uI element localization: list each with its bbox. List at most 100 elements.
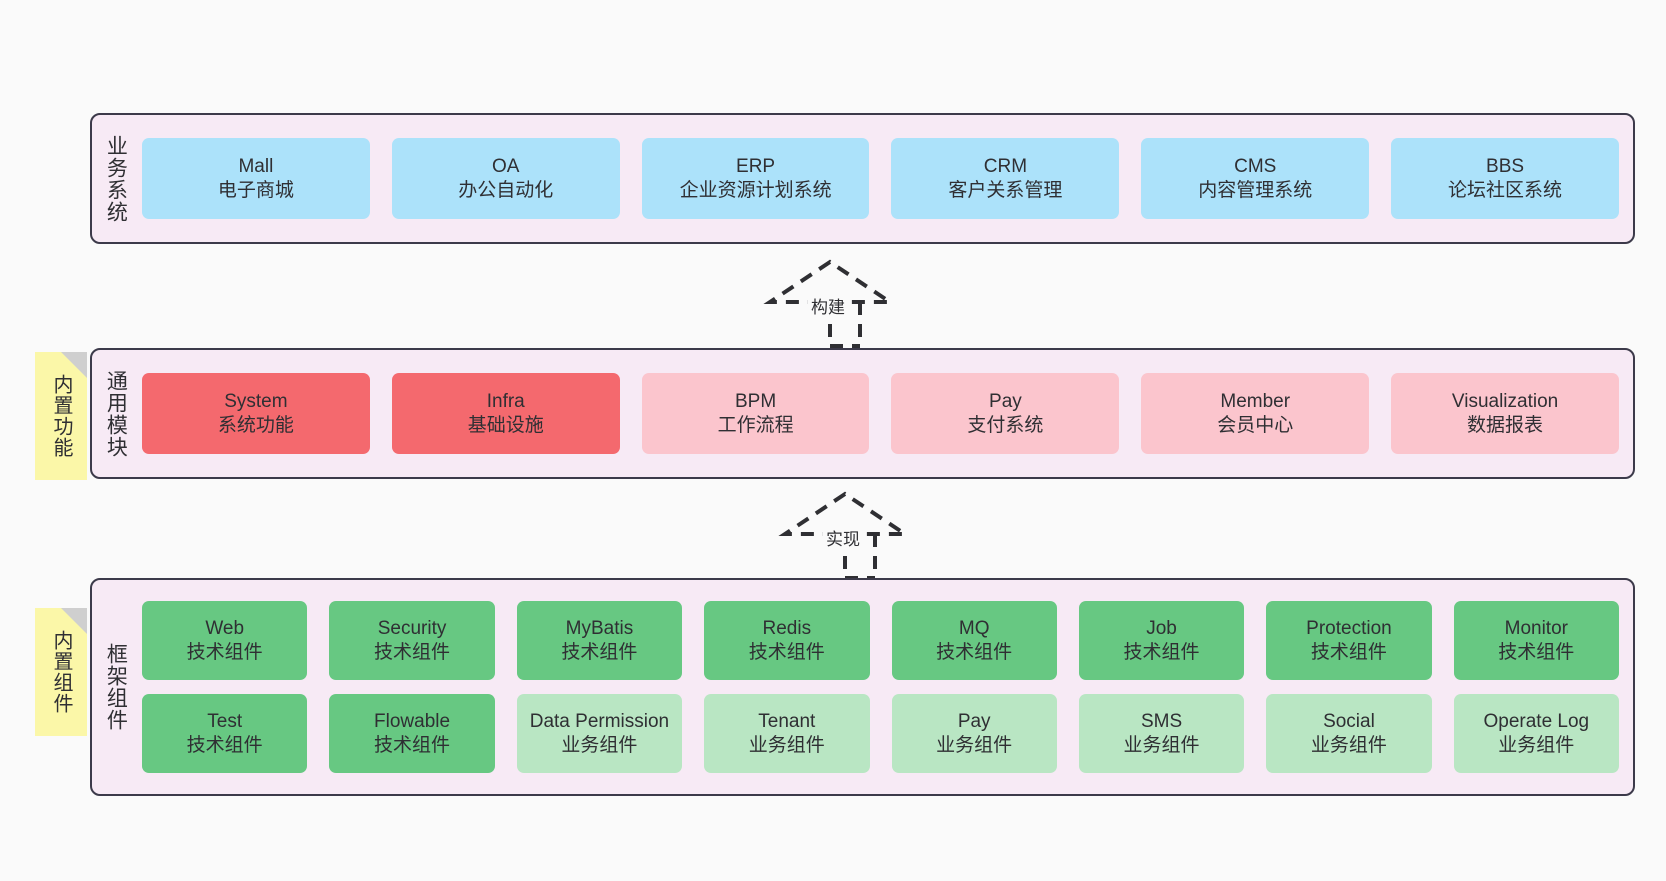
cell-title-cn: 会员中心 xyxy=(1217,414,1294,436)
cell-title-cn: 企业资源计划系统 xyxy=(679,179,832,201)
cell-title-en: Pay xyxy=(989,391,1022,413)
connector-build: 构建 xyxy=(760,258,900,348)
cell-title-cn: 技术组件 xyxy=(748,641,825,663)
cell-title-en: Security xyxy=(377,618,447,640)
connector-implement: 实现 xyxy=(775,490,915,580)
cell-title-cn: 技术组件 xyxy=(186,641,263,663)
cell-title-en: Job xyxy=(1146,618,1177,640)
layer-business-title: 业务系统 xyxy=(104,134,128,223)
cell-title-en: OA xyxy=(492,156,520,178)
cell-title-en: BPM xyxy=(734,391,777,413)
cell-title-cn: 客户关系管理 xyxy=(948,179,1063,201)
cell-title-cn: 技术组件 xyxy=(561,641,638,663)
arrow-stem-right-icon xyxy=(830,302,862,348)
cell-title-en: ERP xyxy=(736,156,776,178)
sticky-note-builtin-functions-label: 内置功能 xyxy=(50,374,72,458)
cell-title-cn: 技术组件 xyxy=(374,641,451,663)
cell-title-en: Visualization xyxy=(1451,391,1559,413)
cell-title-en: Monitor xyxy=(1504,618,1568,640)
cell-title-cn: 支付系统 xyxy=(967,414,1044,436)
cell-title-cn: 系统功能 xyxy=(217,414,294,436)
layer-framework-title: 框架组件 xyxy=(104,643,128,731)
cell-title-en: CMS xyxy=(1234,156,1277,178)
cell-title-en: Flowable xyxy=(374,711,451,733)
cell-title-cn: 论坛社区系统 xyxy=(1448,179,1563,201)
cell-title-en: SMS xyxy=(1140,711,1183,733)
cell-title-cn: 办公自动化 xyxy=(458,179,554,201)
cell-title-en: BBS xyxy=(1486,156,1525,178)
cell-title-cn: 业务组件 xyxy=(748,734,825,756)
cell-title-cn: 技术组件 xyxy=(186,734,263,756)
cell-title-en: Member xyxy=(1220,391,1291,413)
cell-title-en: MQ xyxy=(958,618,990,640)
cell-title-cn: 电子商城 xyxy=(217,179,294,201)
sticky-note-builtin-components: 内置组件 xyxy=(35,608,87,736)
cell-title-cn: 业务组件 xyxy=(561,734,638,756)
cell-title-en: System xyxy=(224,391,288,413)
sticky-fold-corner-icon xyxy=(61,608,87,634)
cell-title-en: Operate Log xyxy=(1483,711,1590,733)
cell-title-en: Tenant xyxy=(758,711,816,733)
cell-title-en: Pay xyxy=(957,711,991,733)
cell-title-en: Data Permission xyxy=(529,711,670,733)
cell-title-en: Infra xyxy=(486,391,525,413)
cell-title-cn: 技术组件 xyxy=(936,641,1013,663)
cell-title-en: MyBatis xyxy=(565,618,634,640)
cell-title-en: CRM xyxy=(983,156,1028,178)
cell-title-cn: 技术组件 xyxy=(374,734,451,756)
cell-title-en: Protection xyxy=(1306,618,1392,640)
cell-title-cn: 内容管理系统 xyxy=(1198,179,1313,201)
cell-title-en: Test xyxy=(207,711,243,733)
cell-title-en: Web xyxy=(205,618,245,640)
cell-title-cn: 业务组件 xyxy=(1310,734,1387,756)
cell-title-cn: 技术组件 xyxy=(1498,641,1575,663)
sticky-note-builtin-components-label: 内置组件 xyxy=(50,630,72,714)
layer-common-title: 通用模块 xyxy=(104,369,128,458)
cell-title-cn: 工作流程 xyxy=(717,414,794,436)
cell-title-en: Social xyxy=(1323,711,1375,733)
cell-title-cn: 业务组件 xyxy=(1123,734,1200,756)
connector-build-label: 构建 xyxy=(808,292,848,319)
connector-implement-label: 实现 xyxy=(823,524,863,551)
cell-title-cn: 业务组件 xyxy=(1498,734,1575,756)
cell-title-cn: 数据报表 xyxy=(1467,414,1544,436)
